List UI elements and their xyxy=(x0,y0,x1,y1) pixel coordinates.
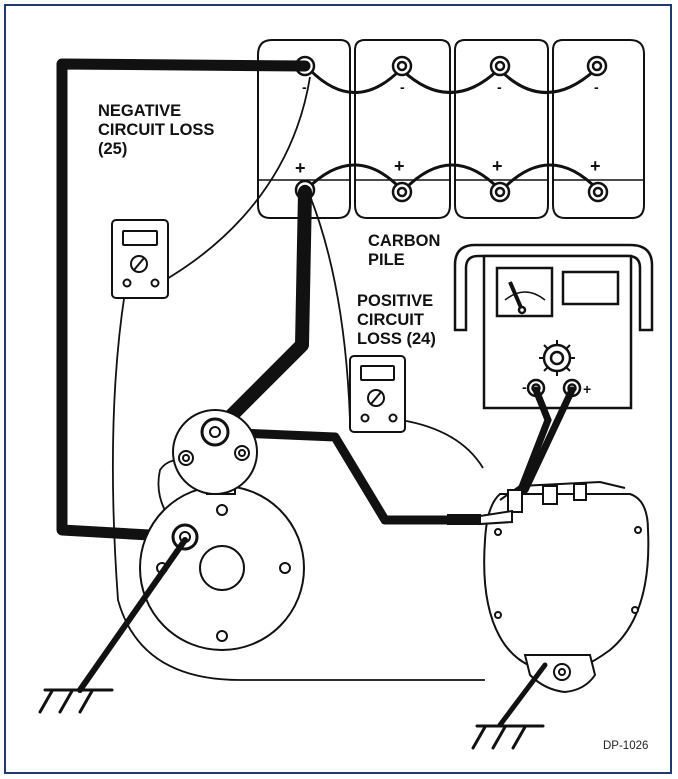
diagram-code: DP-1026 xyxy=(603,740,649,752)
neg-mark-1: - xyxy=(302,79,307,95)
positive-loss-line-3: LOSS (24) xyxy=(357,330,436,348)
pos-mark-1: + xyxy=(295,158,306,178)
negative-loss-line-3: (25) xyxy=(98,140,128,158)
alternator xyxy=(483,480,650,694)
negative-circuit-loss-label: NEGATIVE CIRCUIT LOSS (25) xyxy=(98,102,214,159)
pos-mark-2: + xyxy=(394,156,405,176)
heavy-cables xyxy=(56,58,455,543)
tester-clamp-leads xyxy=(516,386,576,496)
negative-loss-line-1: NEGATIVE xyxy=(98,102,182,120)
battery-links xyxy=(304,68,600,192)
neg-mark-2: - xyxy=(400,79,405,95)
ground-symbol-left xyxy=(38,688,114,714)
tester-neg-mark: - xyxy=(522,379,527,395)
neg-mark-4: - xyxy=(594,79,599,95)
positive-loss-line-1: POSITIVE xyxy=(357,292,434,310)
voltmeter-negative xyxy=(111,219,169,299)
starter-ground-cable xyxy=(77,537,188,693)
pos-mark-4: + xyxy=(590,156,601,176)
neg-mark-3: - xyxy=(497,79,502,95)
positive-loss-line-2: CIRCUIT xyxy=(357,311,424,329)
alternator-cable-end xyxy=(447,509,513,526)
carbon-pile-tester xyxy=(453,243,654,410)
pos-mark-3: + xyxy=(492,156,503,176)
positive-circuit-loss-label: POSITIVE CIRCUIT LOSS (24) xyxy=(357,292,436,349)
ground-symbol-right xyxy=(471,724,545,750)
battery-bank xyxy=(257,39,645,219)
negative-loss-line-2: CIRCUIT LOSS xyxy=(98,121,215,139)
carbon-pile-line-1: CARBON xyxy=(368,232,441,250)
alternator-ground-cable xyxy=(497,662,548,728)
voltmeter-positive xyxy=(349,355,406,433)
starter-motor xyxy=(139,409,305,651)
tester-polarity-marks: - + xyxy=(522,379,591,397)
tester-pos-mark: + xyxy=(583,381,591,397)
battery-polarity-marks: - - - - + + + + xyxy=(295,79,601,178)
carbon-pile-line-2: PILE xyxy=(368,251,405,269)
carbon-pile-label: CARBON PILE xyxy=(368,232,440,270)
